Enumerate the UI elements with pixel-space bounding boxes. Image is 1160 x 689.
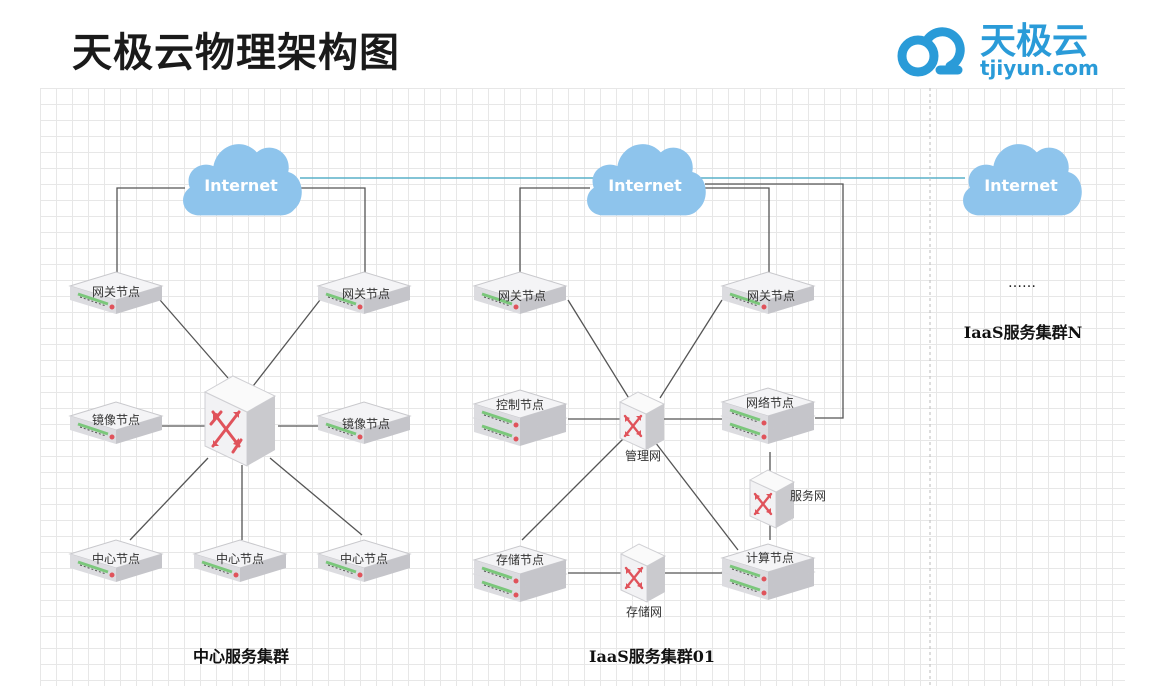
node-label: 中心节点	[340, 551, 388, 566]
center-mirror-node-left: 镜像节点	[68, 400, 164, 446]
node-label: 网关节点	[92, 285, 140, 299]
internet-cloud-iaasN: Internet	[963, 144, 1082, 216]
connection-lines	[116, 183, 844, 574]
node-label: 网关节点	[498, 289, 546, 303]
network-label: 管理网	[625, 448, 661, 463]
internet-cloud-iaas01: Internet	[587, 144, 706, 216]
node-label: 镜像节点	[92, 412, 140, 427]
cluster-label-iaasN: IaaS服务集群N	[964, 323, 1082, 342]
center-node-1: 中心节点	[68, 538, 164, 584]
network-label: 服务网	[790, 488, 826, 503]
node-label: 网关节点	[342, 287, 390, 301]
iaas01-service-switch: 服务网	[748, 468, 826, 530]
network-label: 存储网	[626, 604, 662, 619]
center-node-2: 中心节点	[192, 538, 288, 584]
more-clusters-ellipsis: ……	[1008, 275, 1036, 291]
center-gateway-node-right: 网关节点	[316, 270, 412, 316]
brand-logo: 天极云 tjiyun.com	[888, 12, 1118, 82]
switch-icon	[203, 374, 277, 468]
node-label: 存储节点	[496, 552, 544, 567]
node-label: 镜像节点	[342, 416, 390, 431]
center-node-3: 中心节点	[316, 538, 412, 584]
internet-cloud-center: Internet	[183, 144, 302, 216]
node-label: 中心节点	[92, 551, 140, 566]
iaas01-storage-node: 存储节点	[474, 546, 566, 602]
iaas01-mgmt-switch: 管理网	[618, 390, 666, 463]
switch-icon	[619, 542, 667, 604]
node-label: 控制节点	[496, 398, 544, 412]
node-label: 中心节点	[216, 551, 264, 566]
cluster-label-center: 中心服务集群	[193, 647, 289, 666]
center-switch	[203, 374, 277, 468]
iaas01-compute-node: 计算节点	[722, 544, 814, 600]
iaas01-control-node: 控制节点	[474, 390, 566, 446]
iaas01-storage-switch: 存储网	[619, 542, 667, 619]
node-label: 计算节点	[746, 550, 794, 565]
switch-icon	[748, 468, 796, 530]
cluster-label-iaas01: IaaS服务集群01	[589, 647, 715, 666]
iaas01-gateway-node-right: 网关节点	[720, 270, 816, 316]
node-label: 网关节点	[747, 289, 795, 303]
iaas01-network-node: 网络节点	[722, 388, 814, 444]
internet-label: Internet	[608, 176, 682, 195]
page-title: 天极云物理架构图	[72, 30, 400, 76]
logo-mark-icon	[897, 27, 965, 77]
switch-icon	[618, 390, 666, 452]
iaas01-gateway-node-left: 网关节点	[472, 270, 568, 316]
node-label: 网络节点	[746, 395, 794, 410]
center-mirror-node-right: 镜像节点	[316, 400, 412, 446]
internet-label: Internet	[984, 176, 1058, 195]
logo-text-cn: 天极云	[980, 21, 1089, 62]
internet-label: Internet	[204, 176, 278, 195]
center-gateway-node-left: 网关节点	[68, 270, 164, 316]
logo-text-en: tjiyun.com	[980, 56, 1099, 80]
